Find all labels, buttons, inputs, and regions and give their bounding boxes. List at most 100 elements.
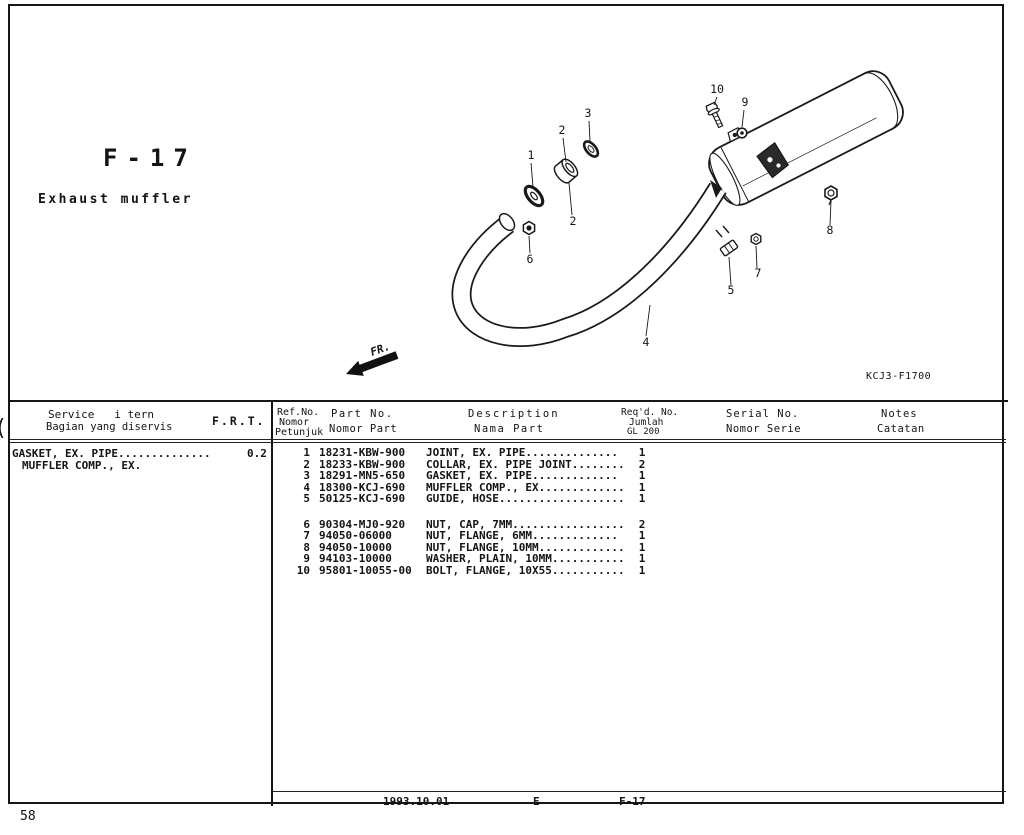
service-item: MUFFLER COMP., EX. [22, 459, 142, 472]
service-item: GASKET, EX. PIPE.............. [12, 447, 211, 460]
callout-1: 1 [528, 148, 535, 188]
pipe-collar-part [553, 158, 579, 184]
col-header-notes-id: Catatan [877, 423, 925, 435]
svg-text:2: 2 [559, 123, 566, 137]
callout-4: 4 [643, 304, 651, 349]
table-row: 1 18231-KBW-900 JOINT, EX. PIPE.........… [282, 447, 654, 459]
ref-no: 2 [303, 457, 310, 471]
quantity: 1 [638, 469, 646, 482]
footer-edition: E [533, 795, 540, 808]
service-header-en: Service i tern [48, 408, 154, 421]
svg-text:7: 7 [755, 266, 762, 280]
svg-text:9: 9 [742, 95, 749, 109]
table-top-rule [8, 400, 1008, 402]
service-header-id: Bagian yang diservis [46, 421, 173, 433]
frt-label: F.R.T. [212, 414, 266, 428]
quantity: 1 [638, 529, 646, 542]
fr-direction-arrow: FR. [346, 340, 399, 376]
col-header-serial-id: Nomor Serie [726, 423, 802, 435]
col-header-part-en: Part No. [331, 408, 394, 420]
description: GASKET, EX. PIPE............. [426, 469, 619, 482]
col-header-ref-id1: Nomor [279, 417, 310, 428]
table-row: 3 18291-MN5-650 GASKET, EX. PIPE........… [282, 470, 654, 482]
table-row: 9 94103-10000 WASHER, PLAIN, 10MM.......… [282, 553, 654, 565]
col-header-ref-en: Ref.No. [277, 407, 320, 418]
callout-3: 3 [585, 106, 592, 142]
quantity: 1 [638, 563, 646, 577]
part-no: 50125-KCJ-690 [319, 492, 406, 505]
part-no: 18291-MN5-650 [319, 469, 406, 482]
drawing-number: KCJ3-F1700 [866, 371, 932, 382]
quantity: 1 [638, 446, 646, 459]
part-no: 95801-10055-00 [319, 563, 412, 577]
description: MUFFLER COMP., EX............. [426, 480, 625, 494]
description: JOINT, EX. PIPE.............. [426, 446, 619, 459]
col-header-ref-id2: Petunjuk [275, 427, 324, 438]
figure-code: F-17 [103, 144, 197, 172]
cap-nut-part [522, 220, 536, 236]
col-header-notes-en: Notes [881, 408, 918, 420]
table-row: 2 18233-KBW-900 COLLAR, EX. PIPE JOINT..… [282, 457, 654, 471]
ref-no: 1 [303, 446, 310, 459]
callout-5: 5 [728, 256, 735, 297]
quantity: 1 [638, 540, 646, 554]
ref-no: 10 [296, 563, 310, 577]
header-rule-1 [10, 439, 1006, 440]
col-header-qty-model: GL 200 [627, 427, 660, 437]
callout-7: 7 [755, 245, 762, 280]
plain-washer-part [736, 127, 748, 139]
fr-label: FR. [369, 340, 392, 359]
svg-text:8: 8 [827, 223, 834, 237]
svg-text:6: 6 [527, 252, 534, 266]
callout-10: 10 [710, 82, 724, 106]
description: NUT, FLANGE, 10MM............. [426, 540, 625, 554]
description: NUT, CAP, 7MM................. [426, 517, 625, 531]
ref-no: 4 [303, 480, 310, 494]
callout-6: 6 [527, 235, 534, 266]
svg-text:5: 5 [728, 283, 735, 297]
part-no: 18231-KBW-900 [319, 446, 406, 459]
joint-ring-part [582, 140, 600, 158]
description: GUIDE, HOSE................... [426, 492, 625, 505]
quantity: 1 [638, 492, 646, 505]
part-no: 94050-06000 [319, 529, 392, 542]
callout-2-lower: 2 [568, 182, 577, 228]
description: NUT, FLANGE, 6MM............. [426, 529, 619, 542]
quantity: 2 [638, 457, 646, 471]
hose-guide-part [719, 239, 739, 257]
col-header-qty-en: Req'd. No. [621, 407, 679, 418]
flange-nut-10mm-part [824, 185, 838, 206]
footer-date: 1993.10.01 [383, 795, 450, 808]
svg-text:2: 2 [570, 214, 577, 228]
exhaust-gasket-part [523, 184, 545, 208]
description: COLLAR, EX. PIPE JOINT........ [426, 457, 625, 471]
exhaust-pipe [451, 180, 727, 348]
part-no: 18233-KBW-900 [319, 457, 406, 471]
flange-nut-6mm-part [750, 232, 762, 246]
footer-rule [273, 791, 1006, 792]
col-header-part-id: Nomor Part [329, 423, 398, 435]
service-item-value: 0.2 [247, 447, 267, 460]
table-row: 10 95801-10055-00 BOLT, FLANGE, 10X55...… [282, 563, 654, 577]
ref-no: 7 [303, 529, 310, 542]
pipe-studs [715, 225, 730, 238]
muffler-bracket [756, 141, 789, 179]
col-header-desc-id: Nama Part [474, 423, 545, 435]
table-row: 8 94050-10000 NUT, FLANGE, 10MM.........… [282, 540, 654, 554]
quantity: 1 [638, 480, 646, 494]
col-header-qty-id: Jumlah [629, 417, 664, 428]
ref-no: 6 [303, 517, 310, 531]
service-panel-divider [271, 400, 273, 806]
left-margin-mark: ( [0, 416, 7, 441]
quantity: 1 [638, 552, 646, 565]
part-no: 94050-10000 [319, 540, 392, 554]
ref-no: 8 [303, 540, 310, 554]
header-rule-2 [10, 442, 1006, 443]
muffler-body [708, 70, 904, 206]
svg-text:4: 4 [643, 335, 650, 349]
col-header-serial-en: Serial No. [726, 408, 800, 420]
callout-2-upper: 2 [559, 123, 567, 163]
pipe-weld-joint [710, 180, 722, 198]
ref-no: 5 [303, 492, 310, 505]
svg-text:1: 1 [528, 148, 535, 162]
